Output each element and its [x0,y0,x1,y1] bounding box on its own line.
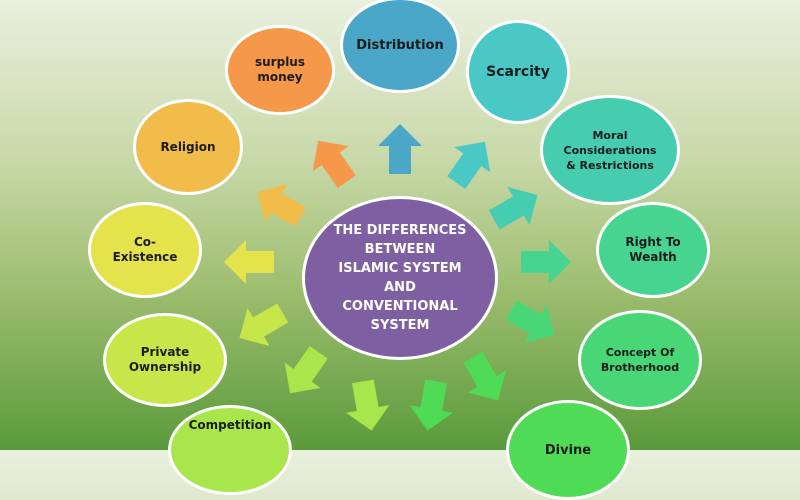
center-line: AND [384,280,416,295]
node-competition: Competition [168,405,292,495]
arrow-icon [346,379,390,431]
node-private-ownership: Private Ownership [103,313,227,407]
node-right-to-wealth: Right To Wealth [596,202,710,298]
arrow-icon [257,183,307,227]
arrow-icon [284,346,328,394]
center-line: CONVENTIONAL [342,299,458,314]
arrow-icon [312,140,356,188]
node-divine: Divine [506,400,630,500]
center-line: ISLAMIC SYSTEM [338,261,462,276]
arrow-icon [378,124,422,174]
node-religion: Religion [133,99,243,195]
arrow-icon [447,141,491,189]
arrow-icon [521,240,571,284]
center-line: SYSTEM [370,318,430,333]
arrow-icon [239,303,289,347]
arrow-icon [463,351,507,401]
center-line: THE DIFFERENCES [333,223,467,238]
center-topic: THE DIFFERENCES BETWEEN ISLAMIC SYSTEM A… [302,196,498,360]
arrow-icon [409,379,453,431]
node-brotherhood: Concept Of Brotherhood [578,310,702,410]
arrows-layer [224,124,571,431]
node-scarcity: Scarcity [466,20,570,124]
node-co-existence: Co- Existence [88,202,202,298]
center-line: BETWEEN [364,242,436,257]
arrow-icon [488,186,538,230]
arrow-icon [505,300,555,344]
node-distribution: Distribution [340,0,460,93]
node-surplus-money: surplus money [225,25,335,115]
node-moral: Moral Considerations & Restrictions [540,95,680,205]
arrow-icon [224,240,274,284]
